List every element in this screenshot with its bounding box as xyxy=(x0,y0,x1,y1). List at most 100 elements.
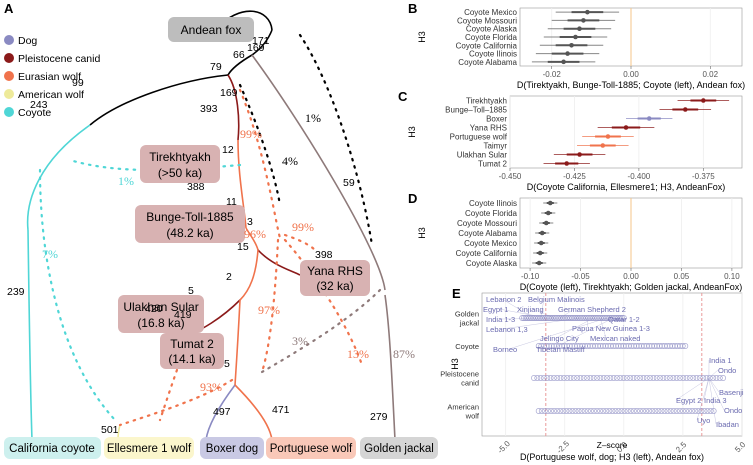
data-point xyxy=(707,408,714,414)
dog-label: India 1-3 xyxy=(486,315,515,324)
axis-title-e: Z–score xyxy=(597,440,628,450)
adm-99pct-b: 99% xyxy=(292,220,314,234)
legend-dot-american xyxy=(4,89,14,99)
data-point xyxy=(647,375,654,381)
leader-line xyxy=(498,308,548,319)
adm-96pct: 96% xyxy=(244,227,266,241)
xtick-label: -0.02 xyxy=(543,70,562,79)
legend-label-coyote: Coyote xyxy=(18,107,51,119)
leader-line xyxy=(708,377,717,425)
data-point xyxy=(620,315,627,321)
dog-label: Mexican naked xyxy=(590,334,640,343)
data-point xyxy=(680,408,686,414)
leader-line xyxy=(703,377,710,401)
category-label: Tirekhtyakh xyxy=(466,97,507,106)
leader-line xyxy=(560,308,575,319)
data-point xyxy=(633,375,640,381)
bl-2: 2 xyxy=(226,271,232,283)
data-point xyxy=(564,161,570,166)
data-point xyxy=(653,375,660,381)
data-point xyxy=(609,408,616,414)
data-point xyxy=(620,375,627,381)
data-point xyxy=(658,408,665,414)
node-tumat: Tumat 2 xyxy=(170,337,214,351)
adm-99pct-a: 99% xyxy=(240,127,262,141)
data-point xyxy=(621,408,628,414)
bl-393: 393 xyxy=(200,103,218,115)
plot-area-c xyxy=(509,95,743,169)
data-point xyxy=(597,408,604,414)
category-label: Yana RHS xyxy=(470,124,507,133)
data-point xyxy=(544,408,551,414)
branch-3 xyxy=(245,227,259,251)
data-point xyxy=(670,375,677,381)
category-label: Coyote California xyxy=(456,41,518,50)
bl-5-top: 5 xyxy=(188,285,194,297)
data-point xyxy=(630,375,637,381)
leader-line xyxy=(540,298,545,319)
data-point xyxy=(587,375,594,381)
edge-97pct xyxy=(260,238,280,374)
data-point xyxy=(577,152,582,157)
data-point xyxy=(594,375,600,381)
dog-label: Tibetan Mastiff xyxy=(536,345,586,354)
branch-12 xyxy=(237,139,247,229)
data-point xyxy=(646,116,652,121)
data-point xyxy=(613,375,620,381)
tree-nodes: Andean fox Tirekhtyakh (>50 ka) Bunge-To… xyxy=(118,17,370,369)
data-point xyxy=(682,107,688,112)
data-point xyxy=(617,375,624,381)
dog-label: Egypt 1 xyxy=(483,305,508,314)
branch-jackal-tip xyxy=(384,294,396,441)
bl-419: 419 xyxy=(174,309,192,321)
tip-california-coyote: California coyote xyxy=(9,443,95,455)
data-point xyxy=(535,408,542,414)
data-point xyxy=(600,408,607,414)
data-point xyxy=(554,408,561,414)
bl-471: 471 xyxy=(272,404,290,416)
ylabel-b: H3 xyxy=(417,31,427,43)
category-label: wolf xyxy=(465,412,480,421)
leader-line xyxy=(696,377,710,421)
legend-dot-coyote xyxy=(4,107,14,117)
data-point xyxy=(563,408,570,414)
category-label: Coyote Mossouri xyxy=(457,219,517,228)
admixture-labels: 1% 4% 1% 99% 99% 96% 97% 3% 13% 87% 7% 9… xyxy=(42,111,415,394)
data-point xyxy=(573,34,578,40)
bl-279: 279 xyxy=(370,411,388,423)
bl-398: 398 xyxy=(315,249,333,261)
data-point xyxy=(686,408,693,414)
dog-label: Xinjiang xyxy=(517,305,544,314)
data-point xyxy=(597,375,604,381)
data-point xyxy=(541,375,547,381)
data-point xyxy=(667,375,673,381)
data-point xyxy=(649,408,656,414)
panel-label-b: B xyxy=(408,1,417,16)
bl-79: 79 xyxy=(210,61,222,73)
data-point xyxy=(657,375,664,381)
data-point xyxy=(655,408,662,414)
node-box-tirekhtyakh xyxy=(140,145,220,183)
legend-label-eurasian: Eurasian wolf xyxy=(18,71,81,83)
data-point xyxy=(560,408,567,414)
dog-label: Uyo xyxy=(697,416,710,425)
category-label: American xyxy=(447,403,479,412)
dog-label: Papua New Guinea 1-3 xyxy=(572,324,650,333)
tip-box-golden-jackal xyxy=(360,437,438,459)
branch-169 xyxy=(227,74,240,141)
bl-169-top: 169 xyxy=(247,42,265,54)
category-label: Tumat 2 xyxy=(478,160,508,169)
xlabel-d: D(Coyote (left), Tirekhtyakh; Golden jac… xyxy=(520,282,743,292)
bl-5-bottom: 5 xyxy=(224,358,230,370)
data-point xyxy=(543,220,549,226)
data-point xyxy=(561,59,566,65)
data-point xyxy=(548,408,554,414)
data-point xyxy=(643,408,650,414)
data-point xyxy=(667,408,674,414)
data-point xyxy=(686,375,693,381)
edge-3pct xyxy=(260,288,382,374)
node-box-ulakhan xyxy=(118,295,204,333)
legend-label-american: American wolf xyxy=(18,89,84,101)
bl-12: 12 xyxy=(222,144,234,156)
